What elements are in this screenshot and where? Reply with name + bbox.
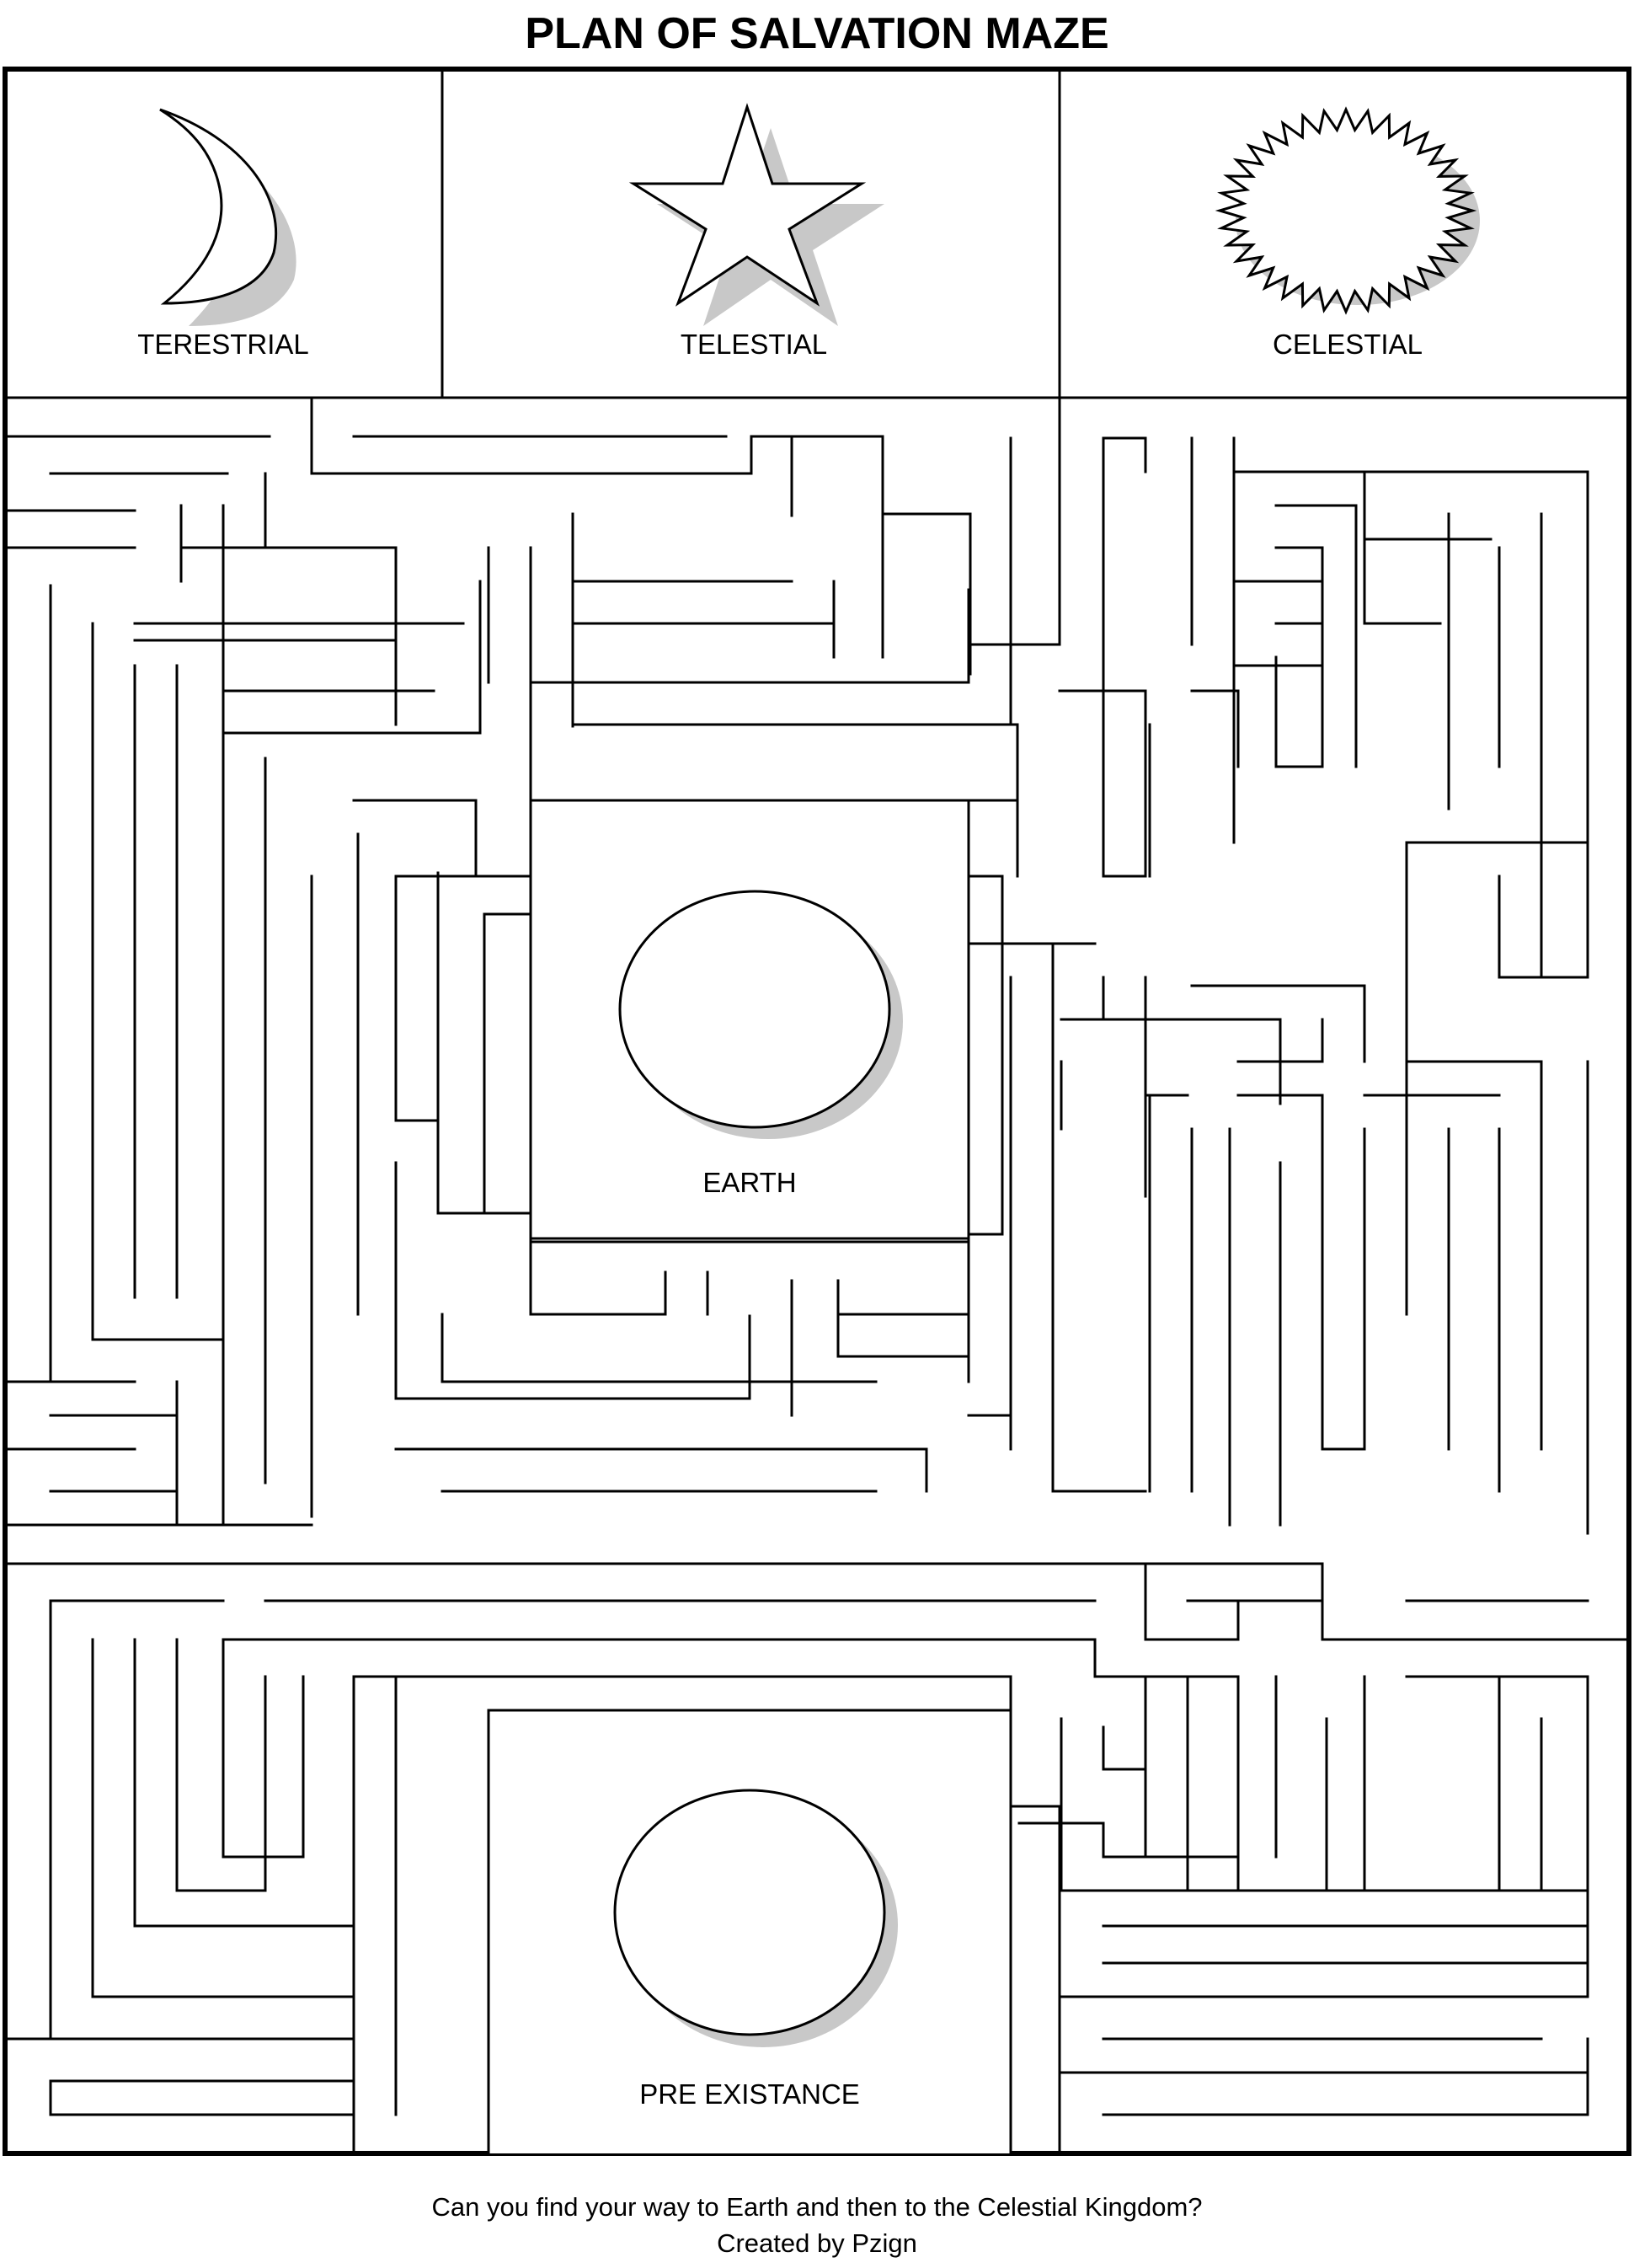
earth-label: EARTH <box>702 1167 797 1198</box>
page-title: PLAN OF SALVATION MAZE <box>525 9 1109 58</box>
star-icon <box>628 103 884 326</box>
footer-credit: Created by Pzign <box>717 2228 917 2258</box>
footer-question: Can you find your way to Earth and then … <box>431 2192 1203 2222</box>
moon-icon <box>159 108 296 326</box>
terestrial-label: TERESTRIAL <box>137 329 309 360</box>
earth-box <box>529 799 970 1240</box>
maze-walls-lower <box>3 1562 1631 2155</box>
pre-existance-label: PRE EXISTANCE <box>639 2078 860 2110</box>
celestial-label: CELESTIAL <box>1273 329 1423 360</box>
telestial-label: TELESTIAL <box>680 329 828 360</box>
earth-circle-icon <box>618 890 903 1139</box>
pre-existance-circle-icon <box>613 1789 898 2047</box>
sun-icon <box>1215 106 1480 315</box>
pre-existance-box <box>487 1709 1012 2153</box>
